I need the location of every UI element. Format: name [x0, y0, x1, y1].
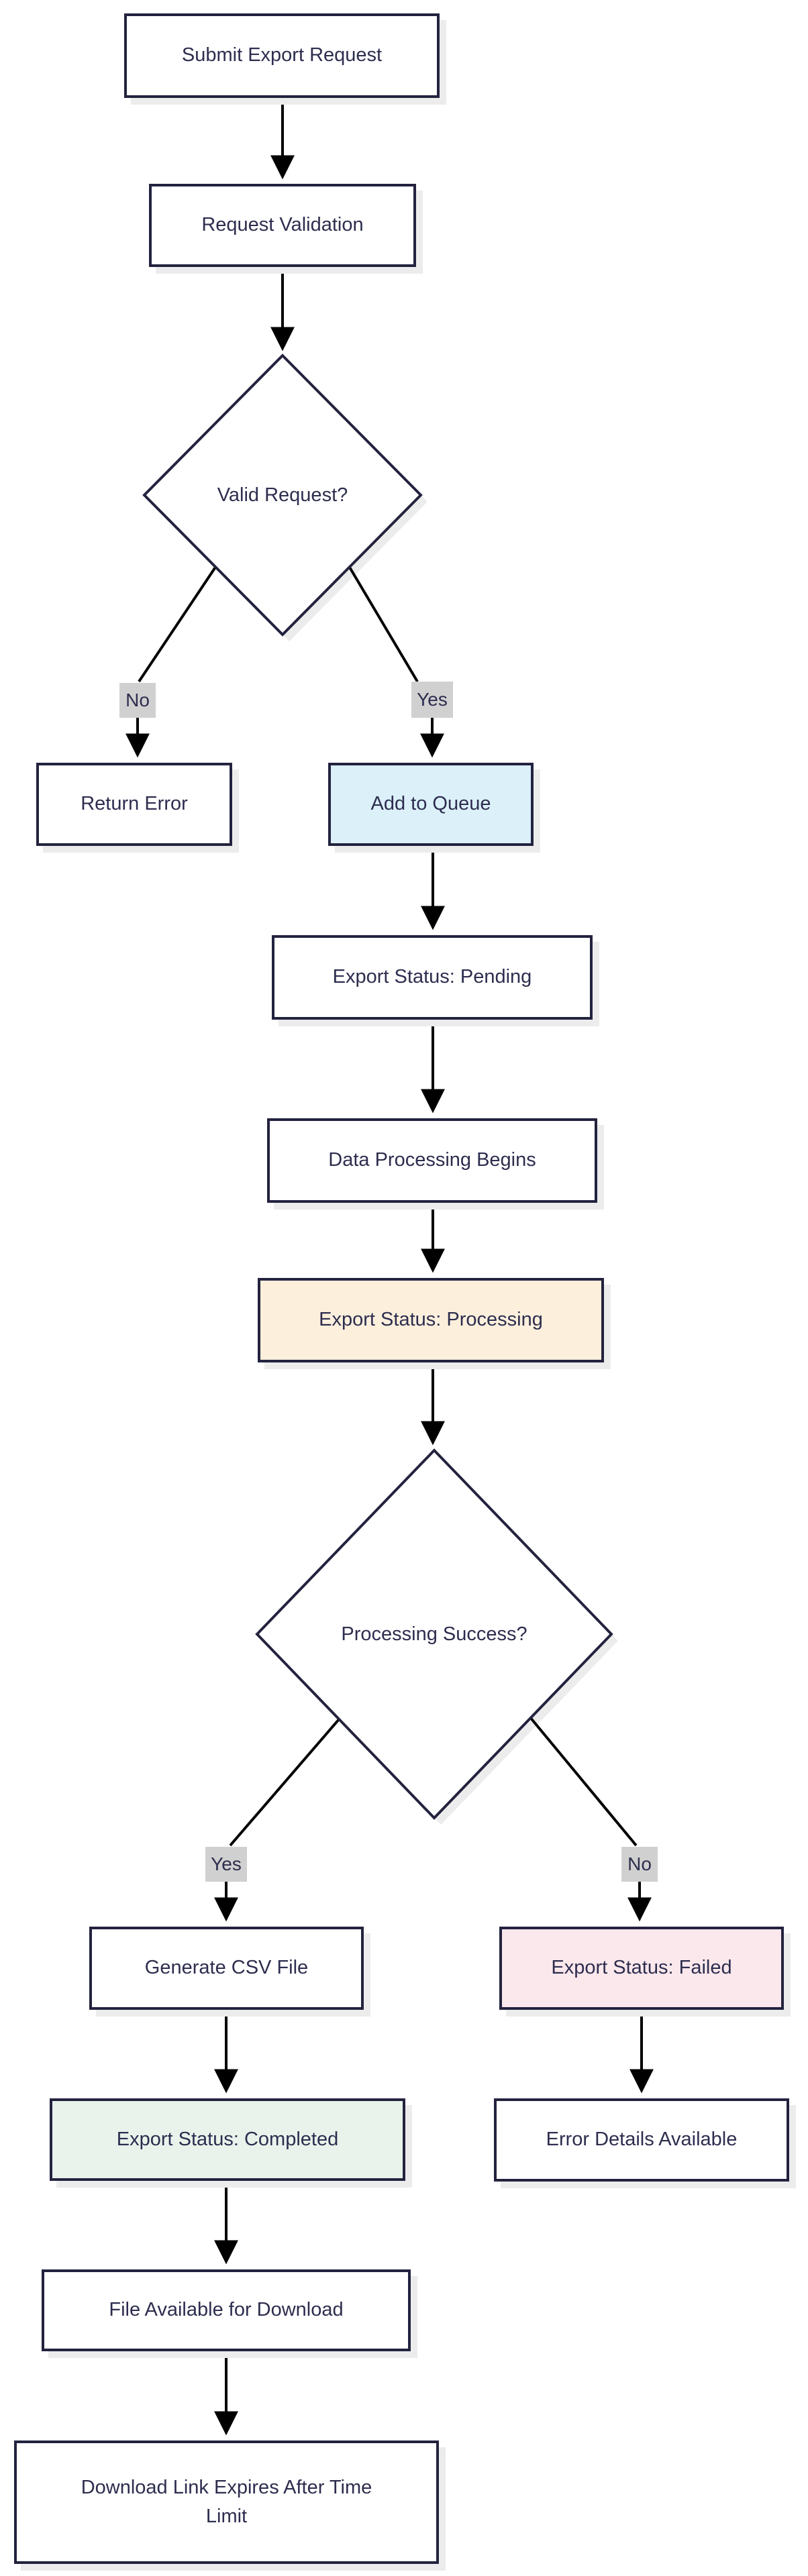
node-generate-csv-file: Generate CSV File: [89, 1927, 364, 2010]
node-label: Export Status: Pending: [332, 966, 532, 988]
node-file-available-for-download: File Available for Download: [42, 2269, 411, 2351]
node-error-details-available: Error Details Available: [494, 2098, 789, 2182]
edge-valid-request-no-segment: [138, 565, 217, 683]
edge-label-yes: Yes: [411, 682, 453, 718]
node-add-to-queue: Add to Queue: [328, 763, 534, 846]
node-label: Request Validation: [201, 214, 364, 236]
node-label: File Available for Download: [109, 2299, 344, 2321]
node-label: Return Error: [81, 793, 188, 815]
edge-label-no: No: [621, 1847, 658, 1882]
node-label: Export Status: Processing: [319, 1309, 543, 1331]
node-export-status-completed: Export Status: Completed: [50, 2098, 405, 2181]
node-label: Export Status: Failed: [551, 1957, 732, 1979]
decision-processing-success-shape: [255, 1448, 613, 1820]
decision-valid-request-label: Valid Request?: [217, 484, 348, 506]
decision-valid-request-shape: [142, 354, 423, 637]
node-submit-export-request: Submit Export Request: [124, 13, 440, 98]
node-label: Submit Export Request: [181, 44, 383, 66]
node-request-validation: Request Validation: [149, 184, 416, 267]
node-label: Error Details Available: [546, 2129, 738, 2151]
edge-label-no: No: [119, 683, 156, 718]
node-export-status-pending: Export Status: Pending: [272, 935, 593, 1020]
decision-processing-success-label: Processing Success?: [341, 1623, 527, 1645]
node-return-error: Return Error: [36, 763, 232, 846]
edge-success-no-segment: [529, 1716, 638, 1847]
edge-valid-request-yes-segment: [348, 565, 419, 683]
node-label: Data Processing Begins: [328, 1149, 536, 1171]
node-download-link-expires: Download Link Expires After Time Limit: [14, 2440, 439, 2564]
node-label: Generate CSV File: [144, 1957, 309, 1979]
node-data-processing-begins: Data Processing Begins: [267, 1118, 597, 1203]
node-label: Export Status: Completed: [116, 2128, 339, 2150]
node-label: Add to Queue: [370, 793, 491, 815]
edge-label-yes: Yes: [205, 1847, 247, 1882]
node-export-status-failed: Export Status: Failed: [499, 1927, 784, 2010]
node-export-status-processing: Export Status: Processing: [258, 1278, 604, 1362]
edge-success-yes-segment: [229, 1718, 340, 1847]
node-label: Download Link Expires After Time Limit: [81, 2476, 372, 2528]
